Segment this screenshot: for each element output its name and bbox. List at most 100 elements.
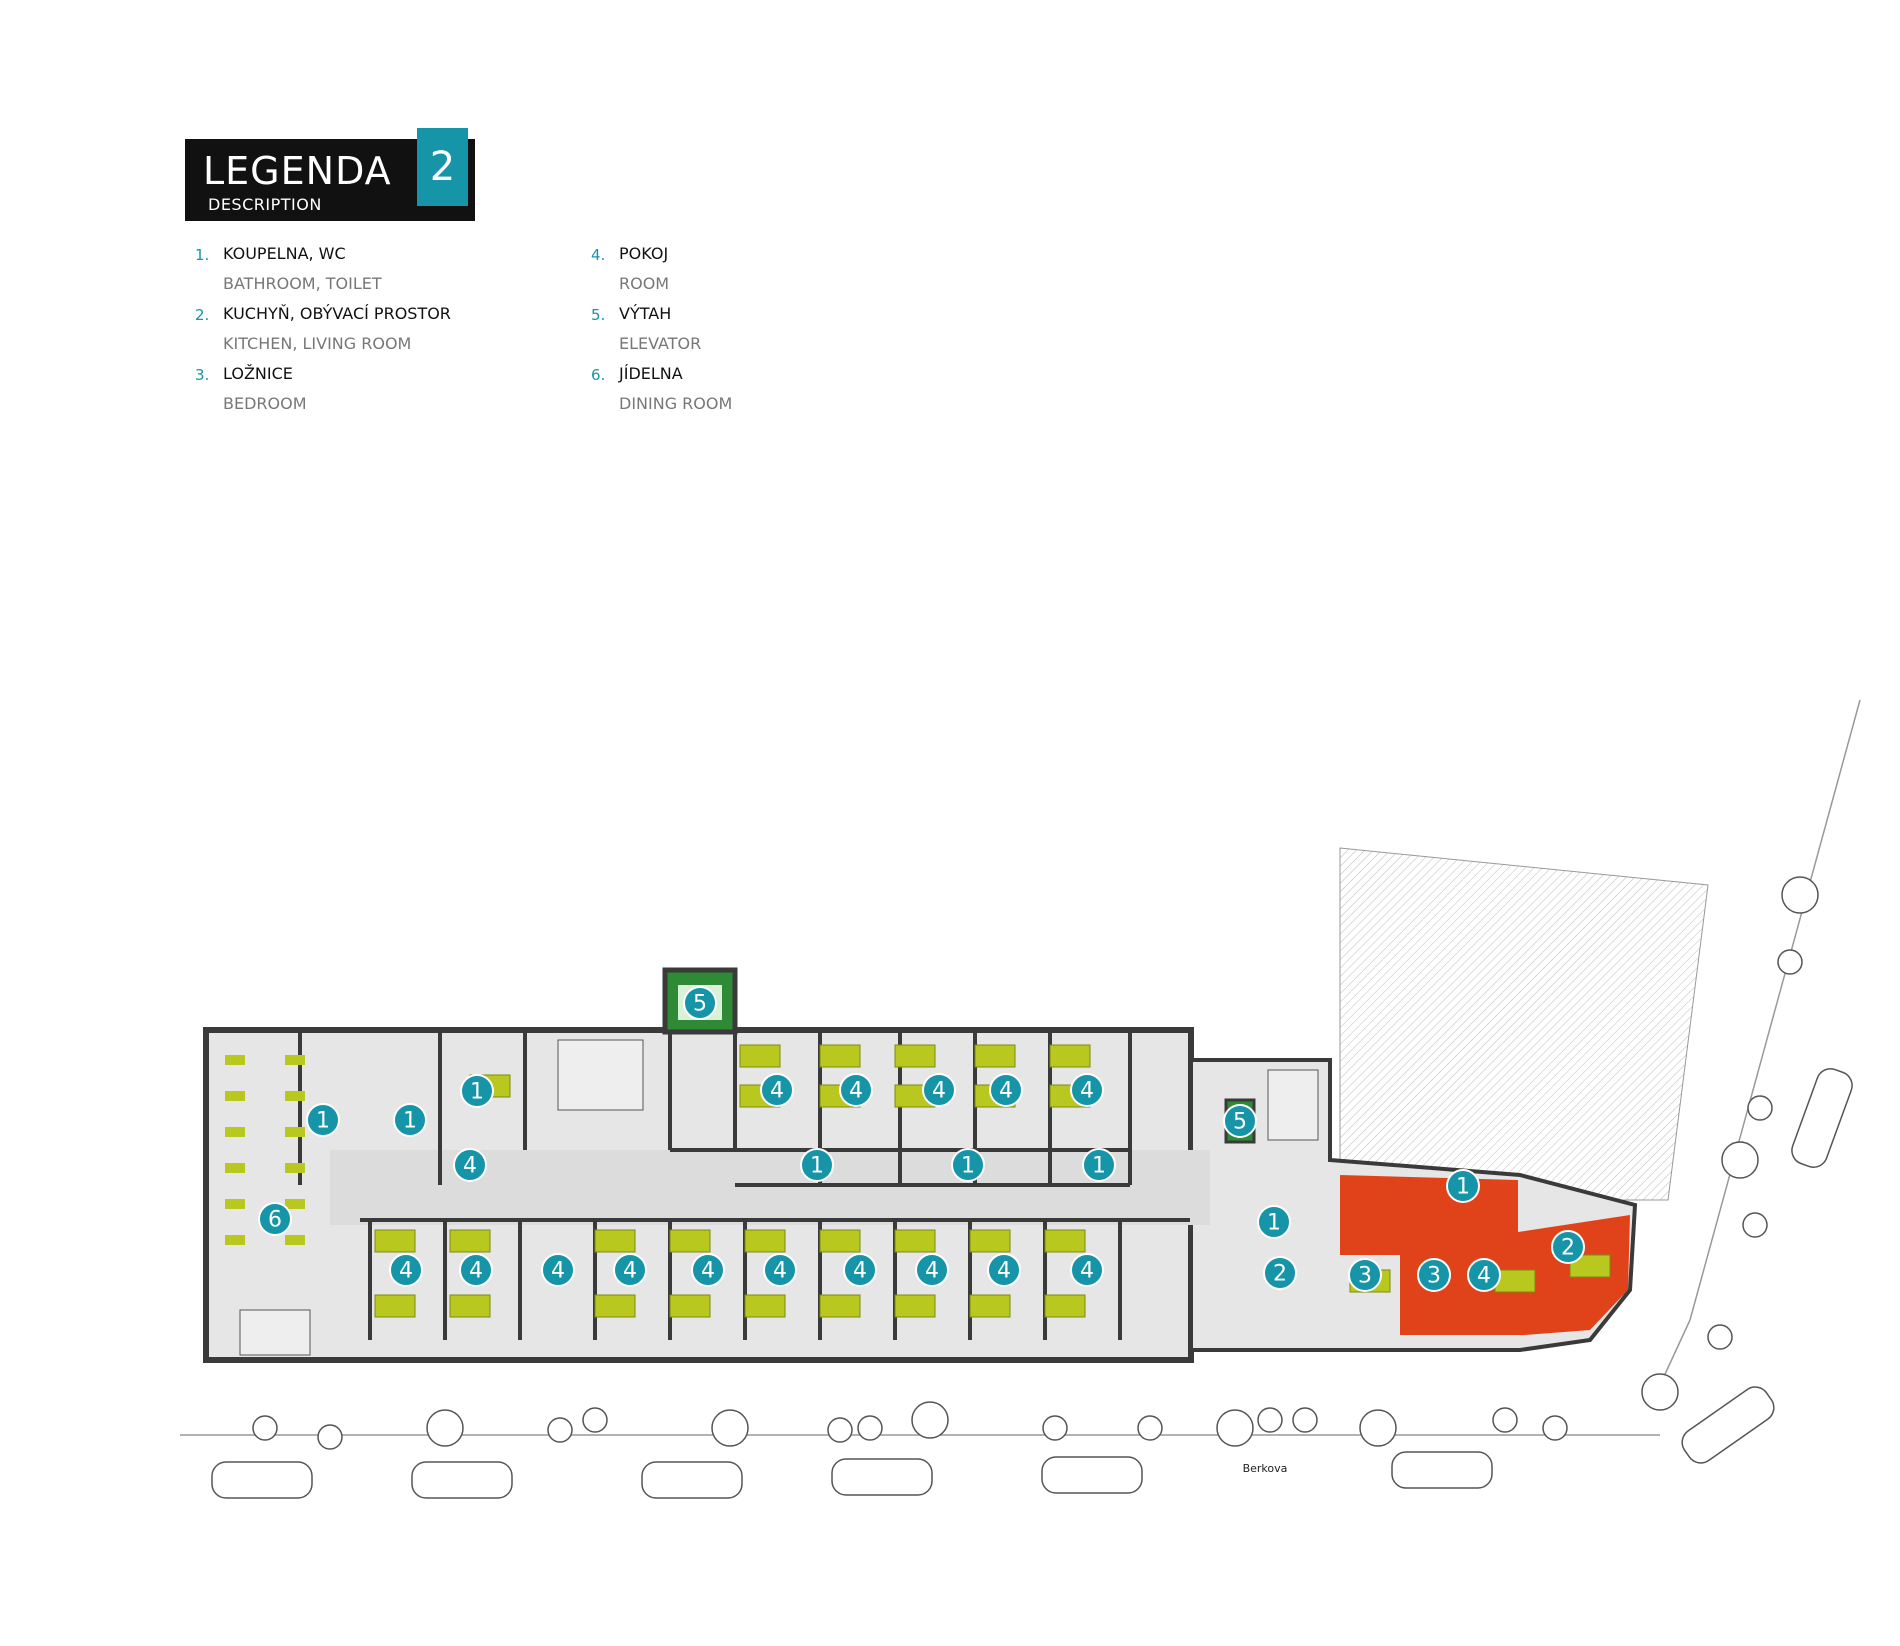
furniture-piece (594, 1229, 636, 1253)
furniture-piece (594, 1294, 636, 1318)
room-number-badge: 4 (987, 1253, 1021, 1287)
room-number-badge: 1 (1257, 1205, 1291, 1239)
tree-icon (1707, 1324, 1733, 1350)
furniture-piece (669, 1229, 711, 1253)
furniture-piece (449, 1294, 491, 1318)
room-number-badge: 1 (1082, 1148, 1116, 1182)
tree-icon (827, 1417, 853, 1443)
cars-layer (211, 1068, 1853, 1499)
legend-item: 1. KOUPELNA, WC BATHROOM, TOILET (195, 244, 595, 304)
room-number-label: 1 (403, 1109, 417, 1134)
tree-icon (911, 1401, 949, 1439)
room-number-label: 4 (999, 1079, 1013, 1104)
car-icon (1041, 1456, 1143, 1494)
dining-chair (285, 1235, 305, 1245)
legend-item-czech: JÍDELNA (619, 364, 683, 383)
dining-chair (225, 1235, 245, 1245)
legend-item-english: DINING ROOM (619, 394, 733, 413)
room-number-badge: 1 (800, 1148, 834, 1182)
room-number-label: 3 (1358, 1264, 1372, 1289)
legend-item-number: 6. (591, 366, 606, 384)
room-number-label: 4 (1477, 1264, 1491, 1289)
room-number-badge: 4 (691, 1253, 725, 1287)
tree-icon (1542, 1415, 1568, 1441)
room-number-badge: 4 (541, 1253, 575, 1287)
legend-subtitle: DESCRIPTION (208, 195, 322, 214)
furniture-piece (974, 1044, 1016, 1068)
room-number-label: 6 (268, 1208, 282, 1233)
room-number-badge: 4 (613, 1253, 647, 1287)
furniture-piece (894, 1229, 936, 1253)
legend-item-czech: POKOJ (619, 244, 669, 263)
furniture-piece (894, 1294, 936, 1318)
legend-item-english: BEDROOM (223, 394, 307, 413)
room-number-label: 1 (961, 1154, 975, 1179)
legend-item-number: 1. (195, 246, 210, 264)
dining-chair (225, 1091, 245, 1101)
legend-item: 6. JÍDELNA DINING ROOM (591, 364, 991, 424)
tree-icon (1042, 1415, 1068, 1441)
room-number-badge: 5 (1223, 1104, 1257, 1138)
tree-icon (1257, 1407, 1283, 1433)
room-number-label: 2 (1561, 1236, 1575, 1261)
room-number-badge: 1 (951, 1148, 985, 1182)
legend-item: 5. VÝTAH ELEVATOR (591, 304, 991, 364)
furniture-piece (1049, 1044, 1091, 1068)
legend-item-czech: KOUPELNA, WC (223, 244, 346, 263)
room-number-label: 4 (925, 1259, 939, 1284)
car-icon (411, 1461, 513, 1499)
room-number-badge: 4 (1467, 1258, 1501, 1292)
tree-icon (547, 1417, 573, 1443)
tree-icon (582, 1407, 608, 1433)
car-icon (1681, 1386, 1775, 1464)
furniture-piece (819, 1044, 861, 1068)
room-number-label: 4 (463, 1154, 477, 1179)
furniture-piece (819, 1294, 861, 1318)
dining-chair (285, 1163, 305, 1173)
room-number-label: 1 (810, 1154, 824, 1179)
tree-icon (1781, 876, 1819, 914)
room-number-badge: 2 (1263, 1256, 1297, 1290)
room-number-label: 1 (316, 1109, 330, 1134)
room-number-badge: 4 (1070, 1253, 1104, 1287)
legend-item-english: ROOM (619, 274, 670, 293)
room-number-label: 5 (1233, 1110, 1247, 1135)
neighbouring-building (1339, 847, 1709, 1201)
room-number-badge: 4 (760, 1073, 794, 1107)
legend-item-number: 5. (591, 306, 606, 324)
tree-icon (1641, 1373, 1679, 1411)
car-icon (211, 1461, 313, 1499)
legend-item-czech: LOŽNICE (223, 364, 293, 383)
room-number-label: 4 (469, 1259, 483, 1284)
tree-icon (1492, 1407, 1518, 1433)
highlighted-apartment (1340, 1175, 1630, 1335)
furniture-piece (669, 1294, 711, 1318)
tree-icon (1747, 1095, 1773, 1121)
legend-column-right: 4. POKOJ ROOM 5. VÝTAH ELEVATOR 6. JÍDEL… (591, 244, 991, 424)
car-icon (1391, 1451, 1493, 1489)
furniture-piece (969, 1229, 1011, 1253)
furniture-piece (1569, 1254, 1611, 1278)
property-line (1689, 699, 1861, 1321)
tree-icon (1137, 1415, 1163, 1441)
furniture-piece (1494, 1269, 1536, 1293)
tree-icon (711, 1409, 749, 1447)
legend-item: 2. KUCHYŇ, OBÝVACÍ PROSTOR KITCHEN, LIVI… (195, 304, 595, 364)
tree-icon (426, 1409, 464, 1447)
room-number-badge: 1 (393, 1103, 427, 1137)
tree-icon (1292, 1407, 1318, 1433)
room-number-label: 3 (1427, 1264, 1441, 1289)
room-number-label: 1 (470, 1080, 484, 1105)
room-number-label: 4 (997, 1259, 1011, 1284)
street-name-label: Berkova (1243, 1462, 1288, 1475)
furniture-piece (819, 1229, 861, 1253)
legend-item-czech: KUCHYŇ, OBÝVACÍ PROSTOR (223, 304, 451, 323)
dining-chair (225, 1163, 245, 1173)
room-number-label: 1 (1092, 1154, 1106, 1179)
car-icon (1791, 1068, 1853, 1168)
legend-number-badge: 2 (417, 128, 468, 206)
legend-item-english: KITCHEN, LIVING ROOM (223, 334, 412, 353)
room-number-label: 4 (853, 1259, 867, 1284)
staircase (1267, 1069, 1319, 1141)
